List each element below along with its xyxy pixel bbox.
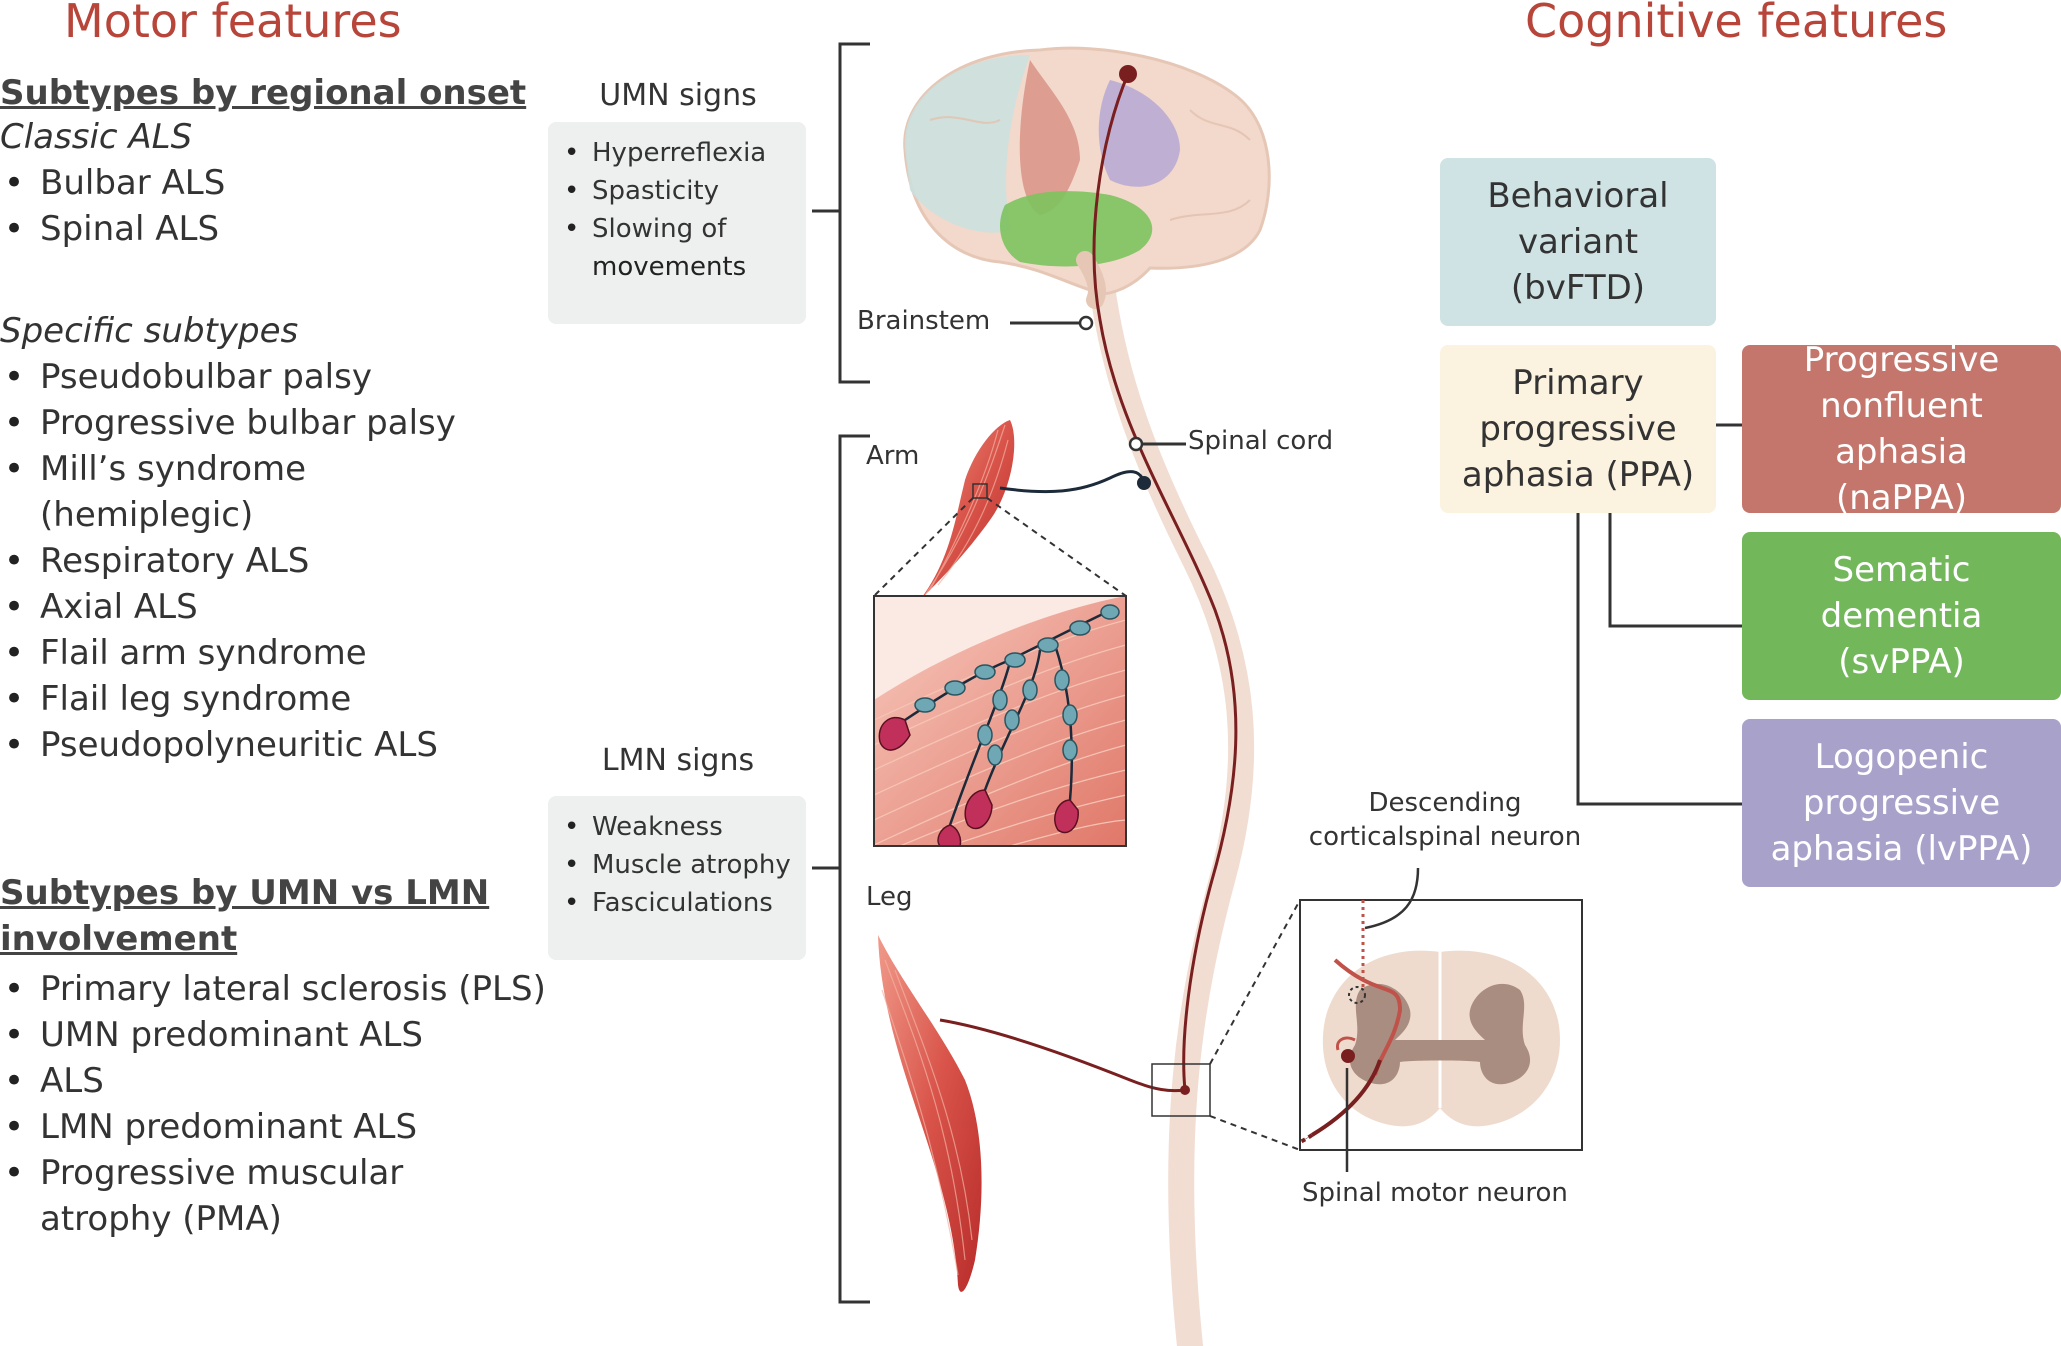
brain-icon [903, 46, 1271, 309]
leg-nerve [939, 1018, 1186, 1093]
spinal-zoom-marker [1151, 1063, 1211, 1117]
list-item: UMN predominant ALS [0, 1012, 546, 1058]
lmn-signs-title: LMN signs [601, 743, 755, 778]
list-item: Flail leg syndrome [0, 676, 456, 722]
list-item: Respiratory ALS [0, 538, 456, 584]
descending-label-line2: corticalspinal neuron [1308, 822, 1582, 852]
list-item: Primary lateral sclerosis (PLS) [0, 966, 546, 1012]
upper-neuron-soma [1119, 65, 1137, 83]
umn-lmn-heading: Subtypes by UMN vs LMN [0, 873, 490, 913]
ppa-connectors [1576, 423, 1743, 806]
list-item-continuation: atrophy (PMA) [40, 1199, 282, 1239]
ppa-line: progressive [1479, 409, 1677, 449]
list-item: Spasticity [562, 172, 794, 210]
arm-nerve [999, 470, 1146, 494]
arm-nerve-end [1137, 476, 1151, 490]
ppa-box: Primary progressive aphasia (PPA) [1440, 345, 1716, 513]
brainstem-label: Brainstem [857, 306, 991, 336]
specific-subtypes-section: Specific subtypes Pseudobulbar palsy Pro… [0, 308, 456, 768]
list-item: Pseudopolyneuritic ALS [0, 722, 456, 768]
regional-onset-section: Subtypes by regional onset Classic ALS B… [0, 70, 526, 252]
lvppa-line: aphasia (lvPPA) [1770, 829, 2033, 869]
cognitive-features-title: Cognitive features [1525, 0, 1948, 48]
napa-line: Progressive [1803, 340, 2000, 380]
spinal-motor-neuron-label: Spinal motor neuron [1302, 1178, 1568, 1208]
arm-zoom-marker [972, 483, 988, 499]
neuromuscular-junction-zoom [873, 595, 1127, 847]
arm-muscle-icon [920, 420, 1015, 600]
motor-features-title: Motor features [64, 0, 402, 48]
spinal-cord-cross-section [1299, 899, 1583, 1151]
descending-label-line1: Descending [1368, 788, 1522, 818]
list-item: Fasciculations [562, 884, 794, 922]
spinal-cord-pointer [1128, 436, 1186, 452]
lvppa-line: progressive [1802, 783, 2001, 823]
list-item: Progressive muscular [0, 1150, 546, 1196]
svppa-line: Sematic dementia [1820, 550, 1983, 636]
specific-subtypes-list-cont: Respiratory ALS Axial ALS Flail arm synd… [0, 538, 456, 768]
bvftd-line: (bvFTD) [1510, 268, 1646, 308]
list-item: Spinal ALS [0, 206, 526, 252]
spinal-cord-label: Spinal cord [1188, 426, 1334, 456]
svppa-box: Sematic dementia (svPPA) [1742, 532, 2061, 700]
lmn-signs-box: Weakness Muscle atrophy Fasciculations [548, 796, 806, 960]
list-item: ALS [0, 1058, 546, 1104]
list-item: Hyperreflexia [562, 134, 794, 172]
corticospinal-tract [1092, 73, 1238, 1091]
specific-subtypes-label: Specific subtypes [0, 311, 299, 351]
arm-label: Arm [866, 441, 920, 471]
list-item: Progressive bulbar palsy [0, 400, 456, 446]
brainstem-pointer [1010, 315, 1094, 331]
list-item: Pseudobulbar palsy [0, 354, 456, 400]
umn-bracket [812, 42, 870, 384]
bvftd-line: variant [1517, 222, 1639, 262]
umn-signs-title: UMN signs [599, 78, 757, 113]
umn-signs-list: Hyperreflexia Spasticity Slowing of [562, 134, 794, 248]
umn-lmn-section: Subtypes by UMN vs LMN involvement Prima… [0, 870, 546, 1242]
descending-neuron-label: Descending corticalspinal neuron [1300, 788, 1590, 852]
list-item: Weakness [562, 808, 794, 846]
svppa-line: (svPPA) [1838, 642, 1965, 682]
napa-line: nonfluent aphasia [1820, 386, 1983, 472]
spinal-cord-tube [1087, 257, 1255, 1346]
napa-line: (naPPA) [1835, 478, 1967, 518]
lmn-bracket [812, 434, 870, 1304]
specific-subtypes-list: Pseudobulbar palsy Progressive bulbar pa… [0, 354, 456, 492]
leg-label: Leg [866, 882, 913, 912]
list-item: Flail arm syndrome [0, 630, 456, 676]
descending-neuron-pointer [1364, 867, 1420, 930]
list-item: Axial ALS [0, 584, 456, 630]
classic-als-label: Classic ALS [0, 117, 193, 157]
ppa-line: aphasia (PPA) [1461, 455, 1695, 495]
leg-muscle-icon [878, 935, 982, 1292]
list-item: LMN predominant ALS [0, 1104, 546, 1150]
list-item: Bulbar ALS [0, 160, 526, 206]
umn-signs-box: Hyperreflexia Spasticity Slowing of move… [548, 122, 806, 324]
list-item: Mill’s syndrome [0, 446, 456, 492]
list-item: Muscle atrophy [562, 846, 794, 884]
ppa-line: Primary [1512, 363, 1644, 403]
bvftd-line: Behavioral [1487, 176, 1669, 216]
classic-als-list: Bulbar ALS Spinal ALS [0, 160, 526, 252]
umn-lmn-list: Primary lateral sclerosis (PLS) UMN pred… [0, 966, 546, 1196]
napa-box: Progressive nonfluent aphasia (naPPA) [1742, 340, 2061, 518]
lmn-signs-list: Weakness Muscle atrophy Fasciculations [562, 808, 794, 922]
lvppa-box: Logopenic progressive aphasia (lvPPA) [1742, 719, 2061, 887]
bvftd-box: Behavioral variant (bvFTD) [1440, 158, 1716, 326]
list-item-continuation: movements [592, 252, 747, 282]
list-item-continuation: (hemiplegic) [40, 495, 254, 535]
list-item: Slowing of [562, 210, 794, 248]
lvppa-line: Logopenic [1814, 737, 1989, 777]
umn-lmn-heading-2: involvement [0, 919, 238, 959]
regional-onset-heading: Subtypes by regional onset [0, 73, 527, 113]
